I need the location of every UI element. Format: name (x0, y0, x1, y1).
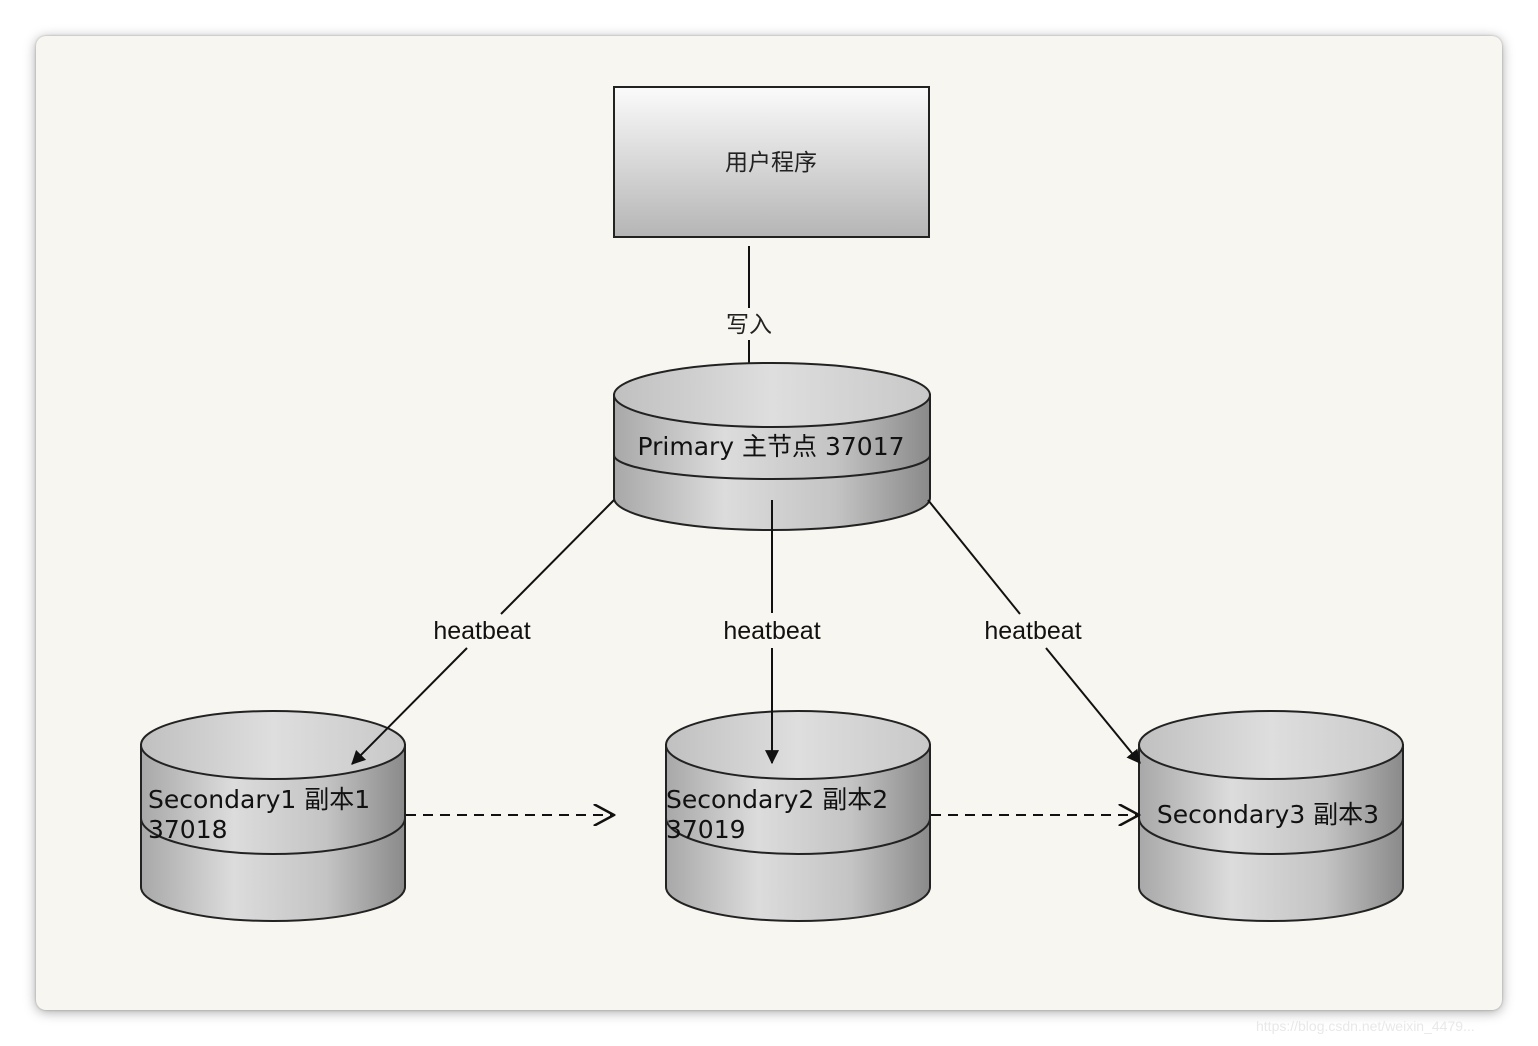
heartbeat-label-2: heatbeat (723, 617, 820, 645)
secondary2-node: Secondary2 副本2 37019 (665, 710, 931, 922)
secondary1-label: Secondary1 副本1 (148, 785, 370, 814)
primary-node: Primary 主节点 37017 (613, 362, 931, 531)
secondary3-label: Secondary3 副本3 (1157, 800, 1379, 829)
heartbeat-edge-3: heatbeat (927, 499, 1141, 764)
secondary1-port: 37018 (148, 815, 228, 844)
primary-label: Primary 主节点 37017 (637, 432, 904, 461)
secondary2-port: 37019 (666, 815, 746, 844)
heartbeat-edge-1: heatbeat (351, 499, 615, 765)
secondary3-node: Secondary3 副本3 (1138, 710, 1404, 922)
heartbeat-edge-2: heatbeat (723, 500, 821, 765)
heartbeat-label-3: heatbeat (984, 617, 1081, 645)
user-program-label: 用户程序 (725, 150, 817, 176)
secondary2-label: Secondary2 副本2 (666, 785, 888, 814)
heartbeat-label-1: heatbeat (433, 617, 530, 645)
watermark-text: https://blog.csdn.net/weixin_4479... (1256, 1018, 1475, 1034)
write-edge-label: 写入 (726, 312, 772, 338)
secondary1-node: Secondary1 副本1 37018 (140, 710, 406, 922)
write-edge: 写入 (726, 246, 772, 404)
user-program-node: 用户程序 (613, 86, 930, 238)
